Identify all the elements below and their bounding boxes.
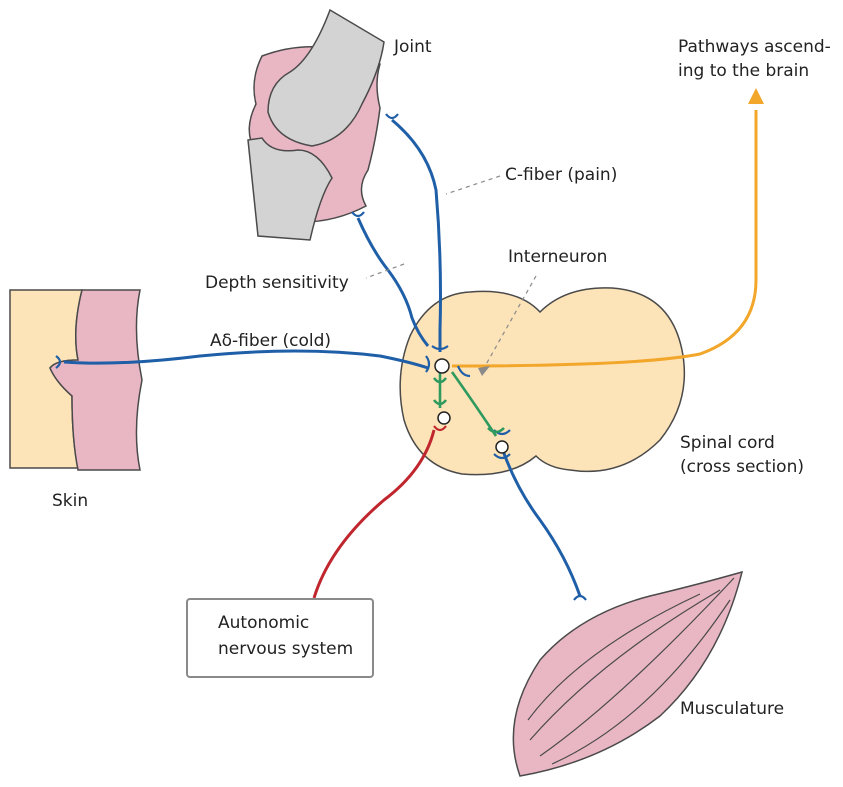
interneuron-label: Interneuron: [508, 246, 607, 268]
pathways-label-line1: Pathways ascend-: [678, 36, 831, 58]
a-delta-fiber-label: Aδ-fiber (cold): [210, 330, 331, 352]
spinal-cord-label-line2: (cross section): [680, 456, 804, 478]
skin-label: Skin: [52, 490, 88, 512]
joint-illustration: [248, 10, 384, 240]
joint-label: Joint: [394, 36, 432, 58]
autonomic-label-line2: nervous system: [218, 638, 353, 660]
ascending-arrowhead: [748, 88, 764, 104]
autonomic-nervous-system-box: Autonomic nervous system: [186, 598, 374, 678]
spinal-cord-label-line1: Spinal cord: [680, 432, 775, 454]
skin-illustration: [10, 290, 142, 470]
pathways-label-line2: ing to the brain: [678, 60, 809, 82]
autonomic-label-line1: Autonomic: [218, 612, 309, 634]
musculature-label: Musculature: [680, 698, 784, 720]
neuron-cell-body-autonomic: [438, 412, 450, 424]
musculature-illustration: [513, 572, 742, 776]
neuron-cell-body-motor: [496, 441, 508, 453]
c-fiber-label: C-fiber (pain): [505, 164, 617, 186]
neuron-cell-body-main: [435, 359, 449, 373]
autonomic-fiber: [314, 430, 434, 598]
depth-sensitivity-label: Depth sensitivity: [205, 272, 349, 294]
